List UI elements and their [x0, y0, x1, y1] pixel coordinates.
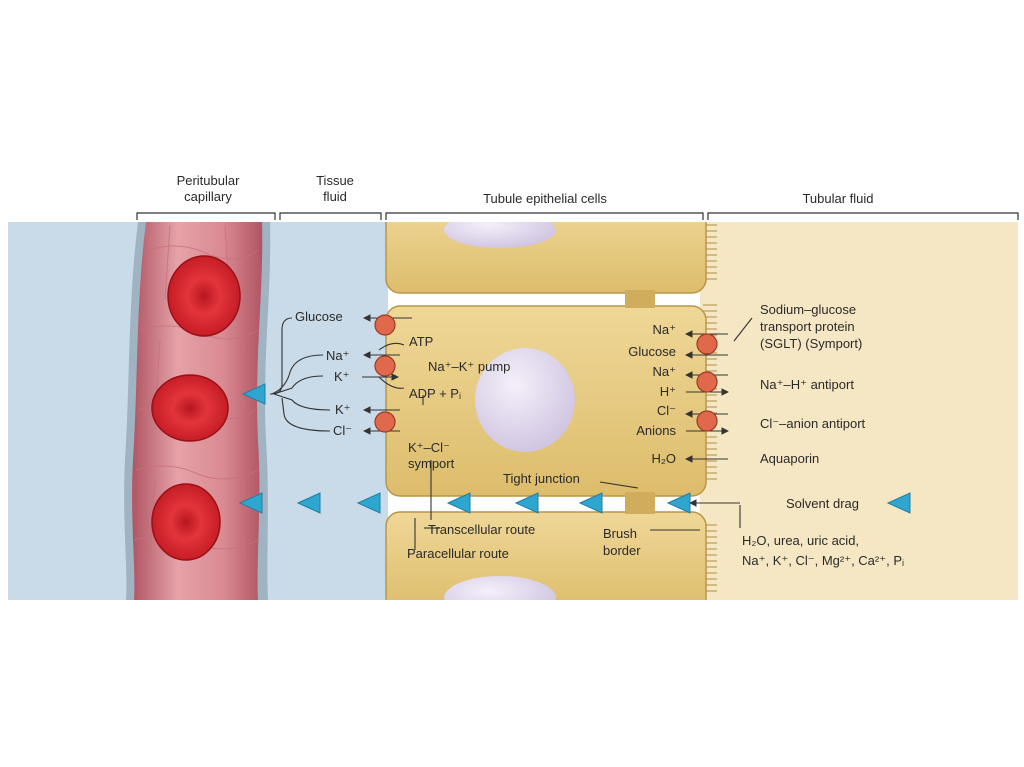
- na-k-pump: [374, 355, 396, 377]
- flow-arrow-triangle: [446, 492, 471, 514]
- basolateral-glucose: Glucose: [295, 309, 343, 324]
- solutes-label: H₂O, urea, uric acid,Na⁺, K⁺, Cl⁻, Mg²⁺,…: [742, 533, 904, 568]
- red-blood-cell: [151, 483, 221, 561]
- epithelial-label: Tubule epithelial cells: [483, 191, 607, 206]
- tight-junction-label: Tight junction: [503, 471, 580, 486]
- sglt-transporter: [696, 333, 718, 355]
- basolateral-transport: [269, 314, 432, 520]
- basolateral-k-out: K⁺: [335, 402, 351, 417]
- tight-junction: [625, 492, 655, 514]
- cl-anion-antiport-label: Cl⁻–anion antiport: [760, 416, 866, 431]
- apical-glucose: Glucose: [628, 344, 676, 359]
- cl-anion-antiporter: [696, 410, 718, 432]
- transcellular-route-label: Transcellular route: [428, 522, 535, 537]
- kcl-symport-label: K⁺–Cl⁻symport: [408, 440, 455, 471]
- apical-h2o: H₂O: [651, 451, 676, 466]
- red-blood-cell: [151, 374, 229, 442]
- tubular-bracket: [707, 212, 1019, 220]
- red-blood-cell: [167, 255, 241, 337]
- paracellular-route-label: Paracellular route: [407, 546, 509, 561]
- flow-arrow-triangle: [514, 492, 539, 514]
- basolateral-cl: Cl⁻: [333, 423, 352, 438]
- flow-arrows: [238, 383, 911, 514]
- flow-arrow-triangle: [578, 492, 603, 514]
- glucose-transporter: [374, 314, 396, 336]
- na-h-antiporter: [696, 371, 718, 393]
- apical-cl: Cl⁻: [657, 403, 676, 418]
- na-h-antiport-label: Na⁺–H⁺ antiport: [760, 377, 854, 392]
- aquaporin-label: Aquaporin: [760, 451, 819, 466]
- flow-arrow-triangle: [356, 492, 381, 514]
- basolateral-na: Na⁺: [326, 348, 349, 363]
- tubular-fluid-background: [700, 222, 1018, 600]
- tubular-fluid-label: Tubular fluid: [802, 191, 873, 206]
- kcl-symporter: [374, 411, 396, 433]
- epithelial-bracket: [385, 212, 704, 220]
- apical-anions: Anions: [636, 423, 676, 438]
- flow-arrow-triangle: [238, 492, 263, 514]
- peritubular-capillary: [124, 222, 271, 600]
- flow-arrow-triangle: [241, 383, 266, 405]
- apical-na-1: Na⁺: [653, 322, 676, 337]
- capillary-bracket: [136, 212, 276, 220]
- adp-label: ADP + Pᵢ: [409, 386, 461, 401]
- apical-na-2: Na⁺: [653, 364, 676, 379]
- flow-arrow-triangle: [886, 492, 911, 514]
- solvent-drag-label: Solvent drag: [786, 496, 859, 511]
- apical-h: H⁺: [660, 384, 676, 399]
- basolateral-k-in: K⁺: [334, 369, 350, 384]
- flow-arrow-triangle: [666, 492, 691, 514]
- na-k-pump-label: Na⁺–K⁺ pump: [428, 359, 510, 374]
- atp-label: ATP: [409, 334, 433, 349]
- tissue-bracket: [279, 212, 382, 220]
- flow-arrow-triangle: [296, 492, 321, 514]
- nucleus: [475, 348, 575, 452]
